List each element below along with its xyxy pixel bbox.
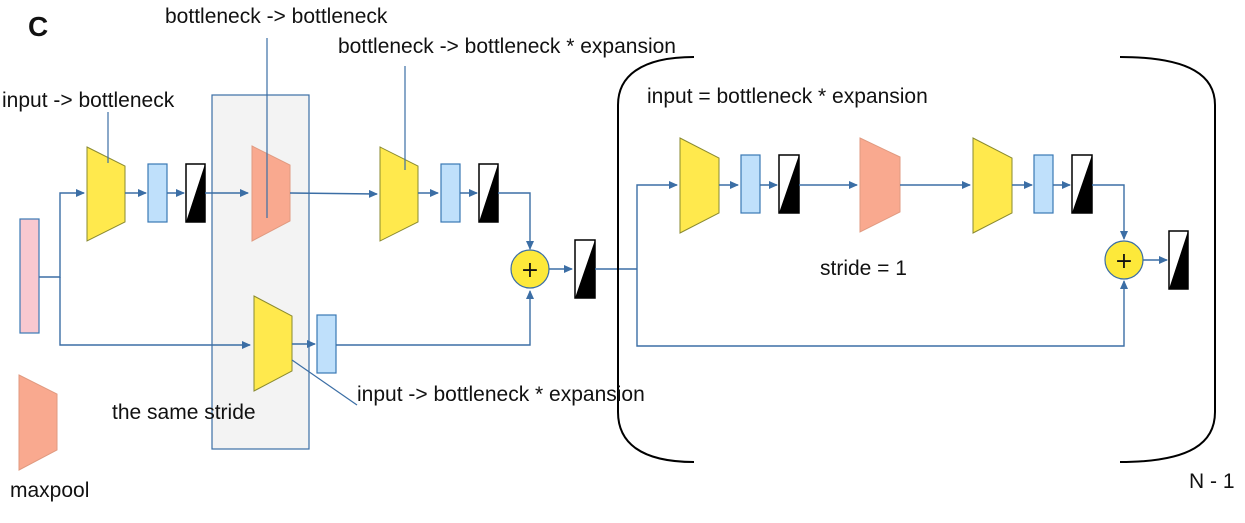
relu-2 [478,163,499,223]
leader-input-to-expansion [291,359,358,406]
wire-input-to-shortcut-conv [59,277,251,349]
wire-repeat-to-conv1 [636,181,678,269]
wire-relu2-add [498,192,534,250]
legend-maxpool-shape [18,374,58,471]
relu-after-add-2 [1168,230,1189,290]
label-bottleneck-to-bottleneck: bottleneck -> bottleneck [165,5,388,28]
wire-repeat-identity [636,269,1128,347]
repeat-relu-1 [778,154,800,214]
batchnorm-1 [147,163,168,223]
repeat-batchnorm-1 [740,154,761,214]
relu-1 [185,163,206,223]
repeat-relu-2 [1071,154,1093,214]
label-input-eq-expansion: input = bottleneck * expansion [647,85,928,108]
add-node-1: + [510,249,550,289]
label-bottleneck-to-expansion: bottleneck -> bottleneck * expansion [338,35,676,58]
repeat-conv-1 [679,137,720,234]
label-stride-eq-1: stride = 1 [820,257,907,280]
conv-2 [379,146,419,242]
add-node-2: + [1104,240,1144,280]
wire-input-to-conv1 [39,189,85,278]
label-maxpool: maxpool [10,479,89,502]
shortcut-batchnorm [316,314,337,374]
batchnorm-2 [440,163,461,223]
label-input-to-bottleneck: input -> bottleneck [2,89,175,112]
repeat-conv-2 [972,137,1013,234]
label-repeat-count: N - 1 [1189,470,1235,493]
right-bracket [1119,56,1216,463]
wire-pool-conv2 [289,189,378,198]
repeat-batchnorm-2 [1033,154,1054,214]
same-stride-region [211,94,310,450]
add-symbol-1: + [521,258,539,283]
maxpool-main [251,145,291,242]
shortcut-conv [253,295,293,392]
label-same-stride: the same stride [112,401,256,424]
conv-1 [86,146,126,242]
repeat-pool [859,137,901,233]
relu-after-add-1 [574,239,596,299]
wire-shortcut-to-add [336,290,534,346]
label-input-to-expansion: input -> bottleneck * expansion [357,383,645,406]
wire-rrelu2-add2 [1092,184,1128,240]
add-symbol-2: + [1115,249,1133,274]
input-tensor [19,218,40,334]
left-bracket [617,56,695,463]
panel-letter: C [28,11,48,42]
